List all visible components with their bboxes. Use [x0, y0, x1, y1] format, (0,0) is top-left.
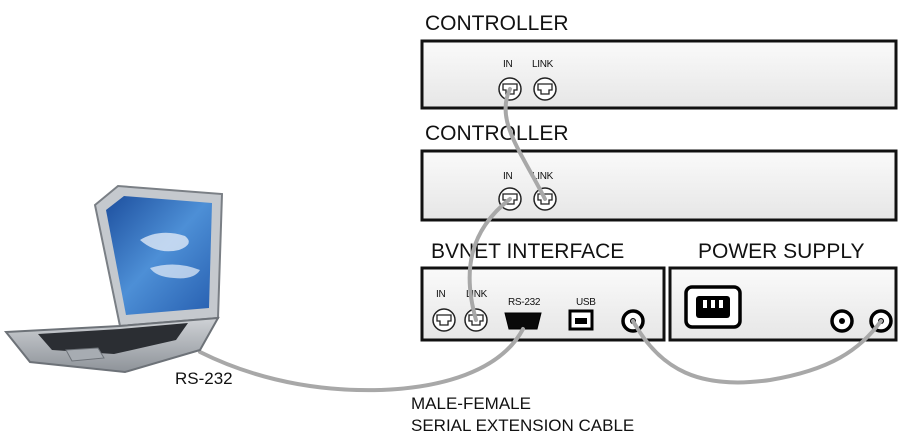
bvnet-interface: BVNET INTERFACE IN LINK RS-232 USB: [420, 240, 666, 342]
controller-2-panel: [420, 149, 898, 222]
laptop-icon: RS-232: [4, 184, 233, 388]
controller-1-link-port[interactable]: [533, 77, 557, 101]
controller-2: CONTROLLER IN LINK: [420, 122, 898, 222]
controller-1-in-label: IN: [503, 59, 512, 70]
cable-caption-line1: MALE-FEMALE: [411, 394, 531, 413]
controller-2-in-label: IN: [503, 171, 512, 182]
bvnet-in-port[interactable]: [432, 308, 456, 332]
controller-1-link-label: LINK: [532, 59, 554, 70]
controller-2-title: CONTROLLER: [425, 122, 569, 145]
power-supply: POWER SUPPLY: [668, 240, 898, 342]
power-cable: [631, 319, 883, 385]
link-cable-controller2-bvnet: [467, 197, 512, 322]
cable-caption-line2: SERIAL EXTENSION CABLE: [411, 416, 634, 435]
link-cable-controller1-controller2: [503, 87, 547, 201]
serial-extension-cable: [198, 327, 525, 393]
power-title: POWER SUPPLY: [698, 240, 864, 263]
bvnet-rs232-port[interactable]: [504, 312, 542, 330]
power-output-jack-1[interactable]: [830, 309, 854, 333]
bvnet-usb-port[interactable]: [568, 309, 594, 331]
bvnet-usb-label: USB: [576, 297, 596, 308]
bvnet-rs232-label: RS-232: [508, 297, 541, 308]
laptop-keyboard: [38, 323, 188, 354]
laptop-rs232-label: RS-232: [175, 369, 233, 388]
cables: [198, 87, 883, 393]
controller-1: CONTROLLER IN LINK: [420, 12, 898, 110]
controller-1-title: CONTROLLER: [425, 12, 569, 35]
controller-2-link-label: LINK: [532, 171, 554, 182]
bvnet-link-label: LINK: [466, 289, 488, 300]
bvnet-in-label: IN: [436, 289, 445, 300]
ac-inlet-icon[interactable]: [684, 285, 742, 329]
laptop-screen: [106, 196, 212, 315]
controller-1-panel: [420, 39, 898, 110]
laptop-touchpad: [65, 347, 105, 362]
bvnet-title: BVNET INTERFACE: [431, 240, 624, 263]
